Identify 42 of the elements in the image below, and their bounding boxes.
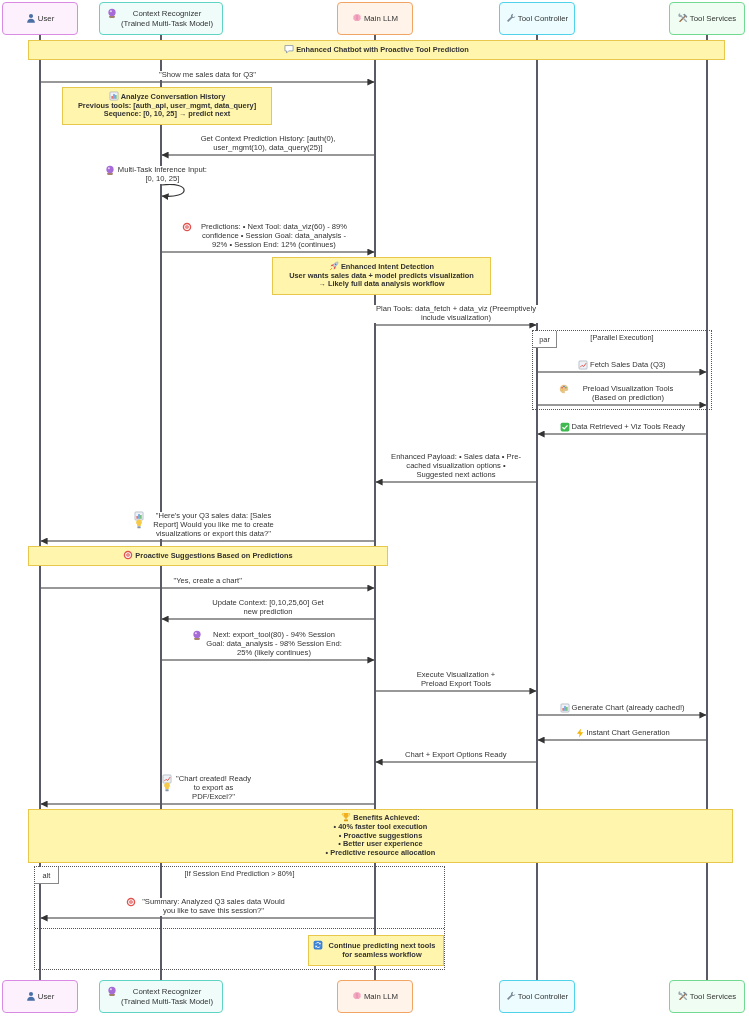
message-arrow bbox=[537, 430, 707, 438]
message-arrow bbox=[161, 656, 375, 664]
note-box bbox=[272, 257, 491, 295]
lifeline bbox=[160, 35, 162, 980]
message-arrow bbox=[40, 800, 375, 808]
message-arrow bbox=[537, 368, 707, 376]
message-arrow bbox=[40, 914, 375, 922]
participant-box bbox=[669, 2, 745, 35]
note-box bbox=[62, 87, 272, 125]
message-arrow bbox=[161, 151, 375, 159]
lifeline bbox=[39, 35, 41, 980]
lifeline bbox=[374, 35, 376, 980]
message-arrow bbox=[375, 321, 537, 329]
message-arrow bbox=[375, 478, 537, 486]
lifeline bbox=[706, 35, 708, 980]
participant-box bbox=[99, 2, 223, 35]
operator-tab bbox=[35, 867, 59, 884]
participant-box bbox=[337, 980, 413, 1013]
lifeline bbox=[536, 35, 538, 980]
note-box bbox=[28, 809, 733, 863]
participant-box bbox=[499, 2, 575, 35]
note-box bbox=[28, 546, 388, 566]
message-arrow bbox=[375, 687, 537, 695]
message-arrow bbox=[537, 401, 707, 409]
note-box bbox=[28, 40, 725, 60]
note-box bbox=[308, 935, 444, 966]
message-arrow bbox=[40, 584, 375, 592]
participant-box bbox=[499, 980, 575, 1013]
participant-box bbox=[337, 2, 413, 35]
message-arrow bbox=[375, 758, 537, 766]
message-arrow bbox=[537, 711, 707, 719]
message-arrow bbox=[161, 615, 375, 623]
operator-tab bbox=[533, 331, 557, 348]
message-arrow bbox=[40, 537, 375, 545]
participant-box bbox=[669, 980, 745, 1013]
participant-box bbox=[99, 980, 223, 1013]
message-arrow bbox=[161, 248, 375, 256]
message-arrow bbox=[537, 736, 707, 744]
participant-box bbox=[2, 980, 78, 1013]
message-arrow bbox=[40, 78, 375, 86]
self-message-arrow bbox=[161, 183, 185, 200]
participant-box bbox=[2, 2, 78, 35]
